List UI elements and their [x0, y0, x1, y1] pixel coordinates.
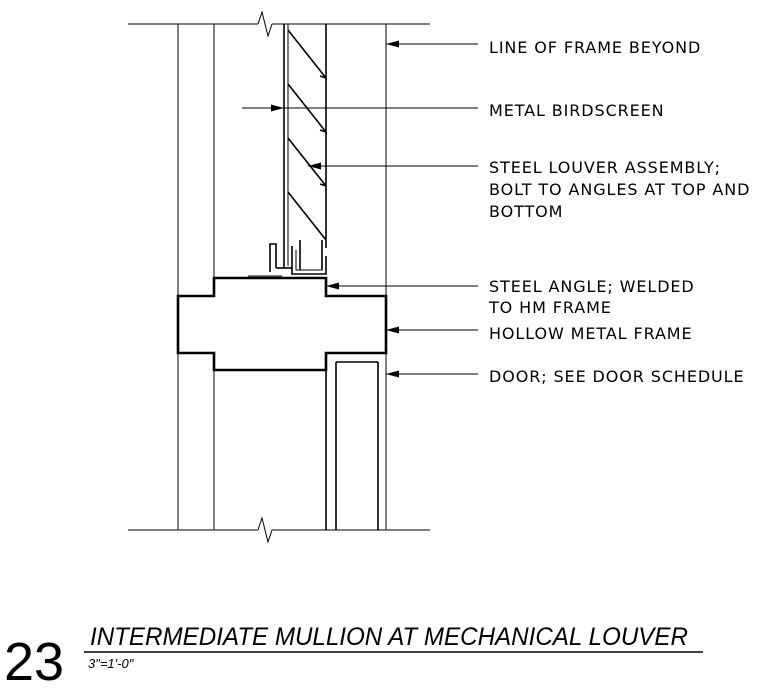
door — [325, 361, 379, 530]
callout-metal-birdscreen: METAL BIRDSCREEN — [489, 101, 665, 120]
hollow-metal-frame — [176, 276, 388, 372]
title-block: 23 INTERMEDIATE MULLION AT MECHANICAL LO… — [4, 623, 703, 689]
callout-steel-louver-line-3: BOTTOM — [489, 202, 563, 221]
steel-louver-assembly — [283, 24, 327, 268]
top-break-line — [128, 10, 430, 38]
bottom-break-line — [128, 516, 430, 544]
callout-steel-louver-line-2: BOLT TO ANGLES AT TOP AND — [489, 180, 750, 199]
frame-lines-beyond — [177, 24, 387, 530]
detail-title: INTERMEDIATE MULLION AT MECHANICAL LOUVE… — [90, 623, 688, 651]
detail-number: 23 — [4, 632, 64, 689]
callout-steel-angle-line-2: TO HM FRAME — [488, 298, 612, 317]
detail-scale: 3"=1'-0" — [88, 656, 135, 671]
callout-hollow-metal-frame: HOLLOW METAL FRAME — [489, 324, 693, 343]
callout-line-of-frame-beyond: LINE OF FRAME BEYOND — [489, 38, 701, 57]
leaders — [242, 40, 478, 378]
callout-steel-angle-line-1: STEEL ANGLE; WELDED — [489, 277, 695, 296]
steel-angle — [240, 240, 327, 279]
callout-door: DOOR; SEE DOOR SCHEDULE — [489, 367, 745, 386]
callout-steel-louver-line-1: STEEL LOUVER ASSEMBLY; — [489, 158, 721, 177]
